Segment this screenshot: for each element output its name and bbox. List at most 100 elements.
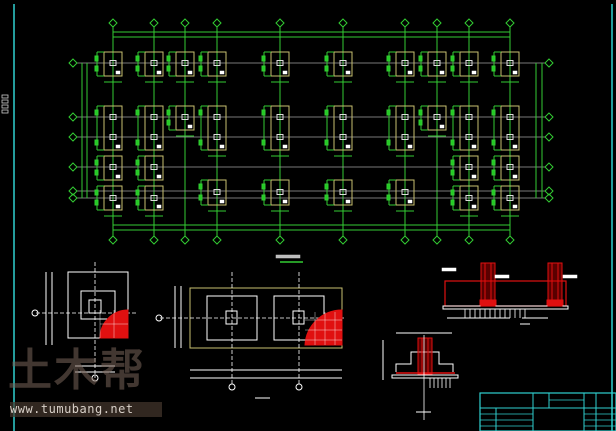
column-pier xyxy=(213,189,221,195)
footing-tick xyxy=(386,65,391,72)
footing-tag xyxy=(219,70,225,75)
column-pier xyxy=(433,60,441,66)
column-pier xyxy=(109,60,117,66)
footing-tick xyxy=(94,109,99,116)
axis-bubble-right xyxy=(544,112,554,122)
footing-tag xyxy=(282,144,288,149)
footing-tick xyxy=(491,199,496,206)
footing-outline xyxy=(175,105,195,131)
axis-bubble-right xyxy=(544,193,554,203)
column-pier xyxy=(465,134,473,140)
column-pier xyxy=(276,114,284,120)
footing-outline xyxy=(500,51,520,77)
detail2-pier-right xyxy=(292,310,305,325)
detail1-outer xyxy=(67,271,129,339)
axis-bubble xyxy=(228,383,236,391)
footing-tick xyxy=(450,199,455,206)
margin-mark xyxy=(1,94,9,99)
axis-bubble-top xyxy=(338,18,348,28)
column-pier xyxy=(276,60,284,66)
column-pier xyxy=(109,195,117,201)
footing-tick xyxy=(491,169,496,176)
footing-outline xyxy=(144,155,164,181)
footing-outline xyxy=(459,51,479,77)
footing-tag xyxy=(471,70,477,75)
footing-outline xyxy=(207,105,227,151)
column-pier xyxy=(339,60,347,66)
footing-tag xyxy=(115,70,121,75)
axis-bubble-left xyxy=(68,132,78,142)
footing-tick xyxy=(324,109,329,116)
section11-outline xyxy=(395,351,454,372)
footing-tick xyxy=(135,139,140,146)
footing-outline xyxy=(207,51,227,77)
footing-outline xyxy=(395,51,415,77)
footing-tick xyxy=(166,119,171,126)
label-tag xyxy=(441,267,457,272)
footing-tick xyxy=(94,189,99,196)
margin-mark xyxy=(1,109,9,114)
footing-tag xyxy=(345,144,351,149)
section11-column xyxy=(417,337,433,375)
footing-outline xyxy=(207,179,227,206)
footing-tick xyxy=(198,139,203,146)
footing-tick xyxy=(491,55,496,62)
rebar-anchor xyxy=(479,299,497,306)
footing-tick xyxy=(261,55,266,62)
column-pier xyxy=(433,114,441,120)
column-pier xyxy=(213,60,221,66)
footing-tag xyxy=(115,144,121,149)
footing-tick xyxy=(386,183,391,190)
column-pier xyxy=(339,189,347,195)
footing-tick xyxy=(491,65,496,72)
footing-outline xyxy=(500,185,520,211)
axis-bubble xyxy=(155,314,163,322)
axis-bubble-bottom xyxy=(108,235,118,245)
column-pier xyxy=(150,164,158,170)
column-pier xyxy=(401,189,409,195)
footing-outline xyxy=(144,51,164,77)
column-pier xyxy=(109,134,117,140)
footing-tick xyxy=(198,65,203,72)
column-pier xyxy=(506,114,514,120)
axis-bubble-bottom xyxy=(432,235,442,245)
footing-tick xyxy=(135,109,140,116)
axis-bubble-right xyxy=(544,58,554,68)
axis-bubble-top xyxy=(108,18,118,28)
footing-tick xyxy=(450,55,455,62)
column-pier xyxy=(401,114,409,120)
column-pier xyxy=(213,114,221,120)
axis-bubble-right xyxy=(544,132,554,142)
axis-bubble-left xyxy=(68,58,78,68)
plan-title-mark xyxy=(275,254,301,259)
footing-outline xyxy=(333,51,353,77)
axis-bubble-top xyxy=(149,18,159,28)
axis-bubble-bottom xyxy=(275,235,285,245)
footing-tag xyxy=(407,144,413,149)
footing-outline xyxy=(144,105,164,151)
watermark-url: www.tumubang.net xyxy=(10,402,162,417)
watermark-logo: 土木帮 xyxy=(8,345,146,396)
axis-bubble-top xyxy=(180,18,190,28)
footing-tick xyxy=(135,199,140,206)
footing-tag xyxy=(156,144,162,149)
footing-tick xyxy=(418,119,423,126)
column-pier xyxy=(465,195,473,201)
footing-tick xyxy=(94,139,99,146)
footing-tick xyxy=(450,159,455,166)
footing-tick xyxy=(324,183,329,190)
footing-tick xyxy=(135,159,140,166)
footing-tag xyxy=(282,199,288,204)
detail2-pier-left xyxy=(225,310,238,325)
footing-tick xyxy=(324,65,329,72)
footing-outline xyxy=(500,155,520,181)
footing-tag xyxy=(219,144,225,149)
column-pier xyxy=(181,114,189,120)
footing-tick xyxy=(418,109,423,116)
axis-bubble-bottom xyxy=(505,235,515,245)
footing-tick xyxy=(166,65,171,72)
axis-bubble xyxy=(31,309,39,317)
axis-bubble-bottom xyxy=(149,235,159,245)
footing-tick xyxy=(198,109,203,116)
